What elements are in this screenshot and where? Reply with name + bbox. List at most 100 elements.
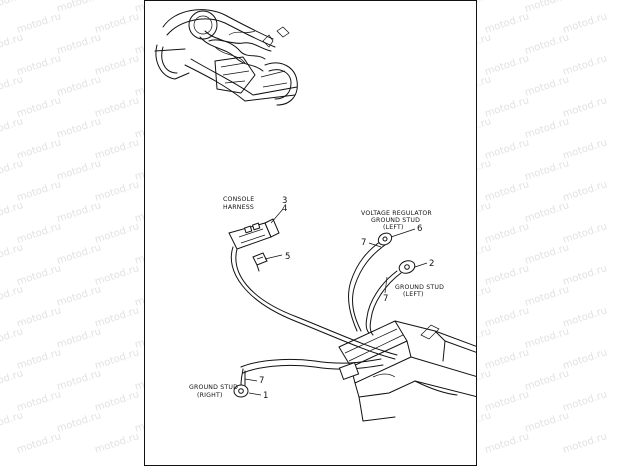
ground-stud-left-label-2: (LEFT)	[403, 291, 424, 298]
watermark-text: motod.ru	[484, 347, 531, 372]
watermark-text: motod.ru	[562, 347, 609, 372]
watermark-text: motod.ru	[16, 179, 63, 204]
watermark-text: motod.ru	[484, 137, 531, 162]
watermark-text: motod.ru	[16, 389, 63, 414]
diagram-frame: CONSOLE HARNESS VOLTAGE REGULATOR GROUND…	[144, 0, 477, 466]
watermark-text: motod.ru	[0, 0, 25, 15]
watermark-text: motod.ru	[562, 53, 609, 78]
watermark-text: motod.ru	[562, 263, 609, 288]
watermark-text: motod.ru	[484, 305, 531, 330]
callout-2: 2	[429, 259, 434, 269]
watermark-text: motod.ru	[56, 200, 103, 225]
watermark-text: motod.ru	[94, 11, 141, 36]
watermark-text: motod.ru	[16, 95, 63, 120]
voltage-regulator-label-2: GROUND STUD	[371, 217, 420, 224]
watermark-text: motod.ru	[0, 32, 25, 57]
watermark-text: motod.ru	[16, 221, 63, 246]
watermark-text: motod.ru	[524, 116, 571, 141]
ground-stud-right-label-2: (RIGHT)	[197, 392, 223, 399]
ground-wiring-detail: CONSOLE HARNESS VOLTAGE REGULATOR GROUND…	[189, 196, 476, 422]
watermark-text: motod.ru	[94, 431, 141, 456]
callout-1: 1	[263, 391, 268, 401]
watermark-text: motod.ru	[562, 179, 609, 204]
watermark-text: motod.ru	[16, 347, 63, 372]
voltage-regulator-label-1: VOLTAGE REGULATOR	[361, 210, 432, 217]
watermark-text: motod.ru	[562, 305, 609, 330]
watermark-text: motod.ru	[562, 11, 609, 36]
watermark-text: motod.ru	[484, 53, 531, 78]
watermark-text: motod.ru	[562, 137, 609, 162]
watermark-text: motod.ru	[0, 368, 25, 393]
motorcycle-frame-inset	[154, 9, 298, 106]
right-ground-ring-terminal	[233, 358, 384, 398]
watermark-text: motod.ru	[56, 0, 103, 15]
watermark-text: motod.ru	[524, 326, 571, 351]
watermark-text: motod.ru	[94, 347, 141, 372]
watermark-text: motod.ru	[524, 158, 571, 183]
watermark-text: motod.ru	[94, 179, 141, 204]
watermark-text: motod.ru	[524, 368, 571, 393]
watermark-text: motod.ru	[0, 242, 25, 267]
watermark-text: motod.ru	[94, 305, 141, 330]
watermark-text: motod.ru	[56, 32, 103, 57]
watermark-text: motod.ru	[56, 74, 103, 99]
watermark-text: motod.ru	[524, 284, 571, 309]
watermark-text: motod.ru	[524, 74, 571, 99]
watermark-text: motod.ru	[524, 410, 571, 435]
terminal-clip-part	[252, 252, 268, 272]
leader-lines	[244, 208, 428, 396]
watermark-text: motod.ru	[56, 368, 103, 393]
watermark-text: motod.ru	[0, 74, 25, 99]
callout-3: 3	[282, 196, 287, 206]
left-ground-wires	[348, 232, 416, 336]
ground-stud-left-label-1: GROUND STUD	[395, 284, 444, 291]
callout-7-upper: 7	[361, 238, 366, 248]
watermark-text: motod.ru	[524, 200, 571, 225]
watermark-text: motod.ru	[524, 32, 571, 57]
console-ground-wire	[230, 246, 396, 360]
watermark-text: motod.ru	[56, 410, 103, 435]
callout-4: 4	[282, 204, 287, 214]
watermark-text: motod.ru	[562, 431, 609, 456]
callout-7-lower: 7	[259, 376, 264, 386]
watermark-text: motod.ru	[0, 284, 25, 309]
console-harness-connector	[228, 218, 280, 250]
watermark-text: motod.ru	[484, 389, 531, 414]
mounting-bracket	[338, 320, 476, 422]
watermark-text: motod.ru	[0, 158, 25, 183]
watermark-text: motod.ru	[0, 200, 25, 225]
console-harness-label-1: CONSOLE	[223, 196, 254, 203]
watermark-text: motod.ru	[484, 11, 531, 36]
watermark-text: motod.ru	[524, 242, 571, 267]
watermark-text: motod.ru	[94, 221, 141, 246]
watermark-text: motod.ru	[524, 0, 571, 15]
watermark-text: motod.ru	[16, 11, 63, 36]
watermark-text: motod.ru	[484, 95, 531, 120]
watermark-text: motod.ru	[94, 137, 141, 162]
watermark-text: motod.ru	[484, 263, 531, 288]
watermark-text: motod.ru	[562, 389, 609, 414]
watermark-text: motod.ru	[56, 158, 103, 183]
callout-6: 6	[417, 224, 422, 234]
watermark-text: motod.ru	[56, 242, 103, 267]
callout-7-middle: 7	[383, 294, 388, 304]
watermark-text: motod.ru	[0, 326, 25, 351]
watermark-text: motod.ru	[16, 53, 63, 78]
watermark-text: motod.ru	[94, 389, 141, 414]
watermark-text: motod.ru	[16, 263, 63, 288]
watermark-text: motod.ru	[16, 305, 63, 330]
watermark-text: motod.ru	[94, 53, 141, 78]
watermark-text: motod.ru	[16, 431, 63, 456]
watermark-text: motod.ru	[484, 431, 531, 456]
watermark-text: motod.ru	[562, 95, 609, 120]
watermark-text: motod.ru	[484, 221, 531, 246]
watermark-text: motod.ru	[56, 326, 103, 351]
ground-stud-right-label-1: GROUND STUD	[189, 384, 238, 391]
watermark-text: motod.ru	[484, 179, 531, 204]
watermark-text: motod.ru	[56, 116, 103, 141]
watermark-text: motod.ru	[56, 284, 103, 309]
watermark-text: motod.ru	[0, 116, 25, 141]
console-harness-label-2: HARNESS	[223, 204, 254, 211]
voltage-regulator-label-3: (LEFT)	[383, 224, 404, 231]
